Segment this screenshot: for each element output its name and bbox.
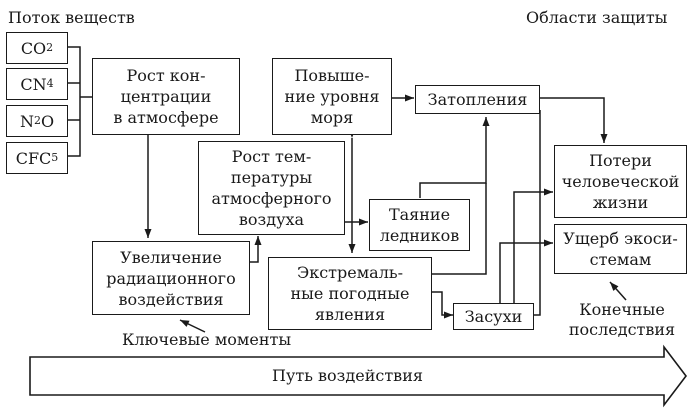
box-sea-level: Повыше- ние уровня моря — [272, 58, 392, 135]
key-moments-pointer — [179, 319, 206, 333]
box-ecosystem: Ущерб экоси- стемам — [554, 224, 687, 274]
box-extreme-weather: Экстремаль- ные погодные явления — [268, 257, 432, 330]
gas-bracket-line — [68, 46, 92, 157]
final-pointer — [609, 281, 627, 301]
impact-path-arrow-shape — [29, 344, 688, 408]
line-extreme-floods — [432, 183, 487, 275]
arrow-radiative-temperature — [250, 236, 262, 263]
line-floods-side — [534, 110, 541, 316]
label-impact-path: Путь воздействия — [272, 366, 423, 385]
label-key-moments: Ключевые моменты — [122, 330, 292, 349]
box-temperature: Рост тем- пературы атмосферного воздуха — [198, 141, 345, 235]
gas-cfc5-base: CFC — [15, 148, 52, 168]
gas-n2o-tail: O — [40, 111, 55, 131]
arrow-droughts-human — [513, 188, 553, 305]
box-glaciers: Таяние ледников — [369, 199, 470, 251]
arrow-glaciers-floods — [419, 117, 490, 198]
box-droughts: Засухи — [453, 303, 534, 330]
box-human-loss: Потери человеческой жизни — [554, 145, 687, 218]
label-final-consequences: Конечные последствия — [568, 300, 676, 339]
gas-n2o-base: N — [19, 111, 34, 131]
header-protection-areas: Области защиты — [526, 8, 668, 27]
arrow-droughts-ecosystem — [499, 239, 553, 305]
gas-co2-base: CO — [20, 38, 47, 58]
arrow-extreme-droughts — [432, 291, 453, 319]
arrow-floods-human — [540, 97, 608, 143]
header-substance-flow: Поток веществ — [8, 8, 135, 27]
box-radiative: Увеличение радиационного воздействия — [92, 241, 250, 315]
gas-cn4-base: CN — [20, 74, 47, 94]
box-floods: Затопления — [415, 85, 540, 114]
box-concentration: Рост кон- центрации в атмосфере — [92, 58, 240, 135]
